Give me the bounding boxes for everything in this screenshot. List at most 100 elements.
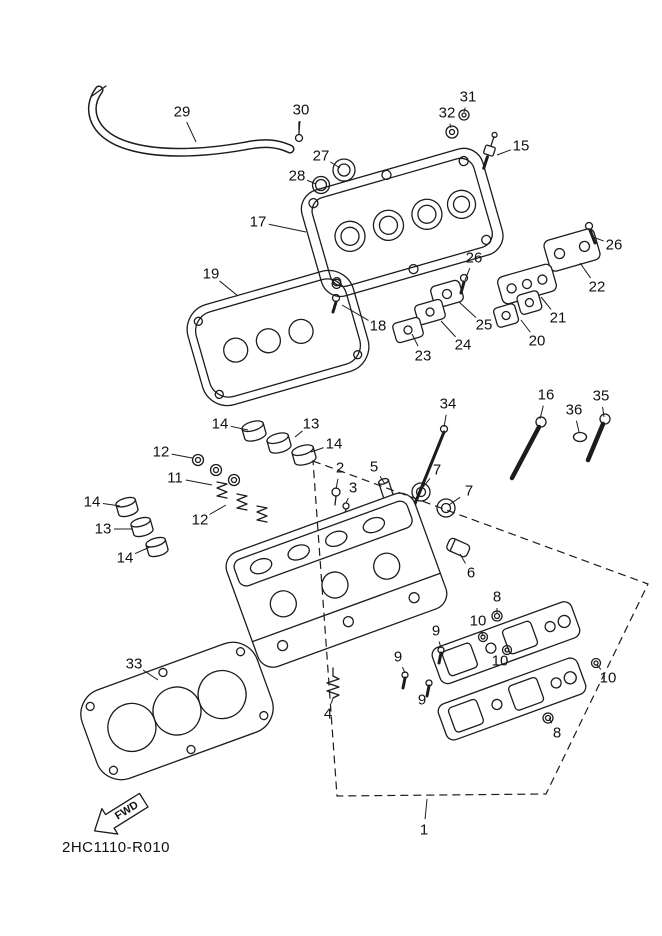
leader-line — [458, 301, 477, 318]
callout-10: 10 — [492, 649, 509, 670]
callout-label: 13 — [95, 521, 112, 538]
assembly-boundary — [312, 460, 649, 797]
callout-label: 17 — [250, 214, 267, 231]
leader-line — [540, 296, 552, 310]
leader-line — [448, 496, 461, 506]
callout-label: 34 — [440, 396, 457, 413]
leader-line — [459, 553, 466, 564]
callout-8: 8 — [548, 717, 561, 742]
head-gasket-art — [80, 641, 274, 781]
callout-30: 30 — [293, 102, 310, 134]
cam-cap-23-art — [392, 316, 424, 344]
callout-27: 27 — [313, 148, 341, 169]
leader-line — [424, 798, 428, 820]
cam-cap-22-art — [543, 228, 601, 272]
callout-26: 26 — [592, 237, 622, 254]
callout-12: 12 — [192, 504, 227, 529]
callout-label: 30 — [293, 102, 310, 119]
cam-cap-24-art — [414, 298, 446, 326]
seal-7-icons — [411, 482, 456, 518]
valve-cover-art — [300, 147, 504, 298]
callout-29: 29 — [174, 104, 197, 143]
callout-label: 6 — [467, 565, 475, 582]
leader-line — [520, 319, 531, 333]
callout-label: 9 — [418, 692, 426, 709]
bolt-35-icon — [585, 413, 611, 463]
leader-line — [575, 420, 580, 433]
leader-line — [294, 430, 303, 438]
cam-cap-20-art — [493, 290, 543, 328]
callout-label: 25 — [476, 317, 493, 334]
callout-26: 26 — [464, 250, 482, 281]
callout-label: 7 — [433, 462, 441, 479]
callout-label: 20 — [529, 333, 546, 350]
callout-3: 3 — [345, 480, 357, 504]
leader-line — [219, 280, 239, 297]
callout-7: 7 — [448, 483, 473, 506]
callout-label: 14 — [117, 550, 134, 567]
callout-label: 33 — [126, 656, 143, 673]
leader-line — [463, 107, 466, 113]
leader-line — [185, 479, 213, 486]
callout-label: 19 — [203, 266, 220, 283]
cam-carrier-lower-art — [437, 657, 587, 741]
callout-32: 32 — [439, 105, 455, 129]
leader-line — [449, 123, 452, 129]
callout-label: 14 — [326, 436, 343, 453]
leader-line — [102, 503, 121, 507]
leader-line — [602, 406, 605, 418]
stud-34-icon — [408, 424, 449, 518]
callout-label: 24 — [455, 337, 472, 354]
callout-33: 33 — [126, 656, 159, 681]
callout-label: 10 — [470, 613, 487, 630]
callout-31: 31 — [460, 89, 477, 113]
callout-label: 14 — [84, 494, 101, 511]
bolt-26-right-icon — [584, 221, 597, 245]
callout-9: 9 — [418, 687, 430, 709]
breather-hose-art — [87, 85, 295, 157]
callout-label: 10 — [600, 670, 617, 687]
leader-line — [345, 497, 349, 504]
callout-label: 4 — [324, 706, 332, 723]
callout-label: 23 — [415, 348, 432, 365]
leader-line — [427, 687, 430, 691]
callout-17: 17 — [250, 214, 307, 233]
callout-14: 14 — [212, 416, 249, 433]
leader-line — [596, 664, 602, 670]
leader-line — [504, 649, 507, 652]
callout-16: 16 — [538, 387, 554, 420]
leader-line — [401, 666, 406, 674]
leader-line — [171, 453, 193, 459]
washer-36-icon — [572, 431, 588, 443]
callout-label: 36 — [566, 402, 583, 419]
callout-label: 31 — [460, 89, 477, 106]
callout-14: 14 — [117, 546, 151, 567]
leader-line — [548, 717, 553, 724]
leader-line — [341, 304, 369, 321]
callout-label: 3 — [349, 480, 357, 497]
callout-label: 8 — [553, 725, 561, 742]
callout-label: 2 — [336, 460, 344, 477]
callout-9: 9 — [394, 649, 406, 674]
cylinder-head-art — [225, 492, 448, 668]
callout-14: 14 — [84, 494, 121, 511]
callout-15: 15 — [496, 138, 529, 156]
callout-label: 9 — [432, 623, 440, 640]
callout-21: 21 — [540, 296, 567, 327]
screw-2-icon — [331, 487, 341, 506]
cam-cap-21-art — [496, 263, 558, 305]
callout-6: 6 — [459, 553, 475, 582]
callout-label: 21 — [550, 310, 567, 327]
leader-line — [496, 149, 511, 156]
cam-carrier-upper-art — [431, 601, 581, 685]
callout-label: 10 — [492, 653, 509, 670]
leader-line — [268, 223, 307, 233]
leader-line — [379, 475, 386, 485]
leader-line — [142, 669, 159, 681]
bolt-18-icon — [331, 293, 341, 314]
callout-18: 18 — [341, 304, 386, 335]
callout-label: 35 — [593, 388, 610, 405]
oil-filler-cap-icon — [332, 158, 356, 182]
fwd-arrow: FWD — [93, 792, 149, 835]
